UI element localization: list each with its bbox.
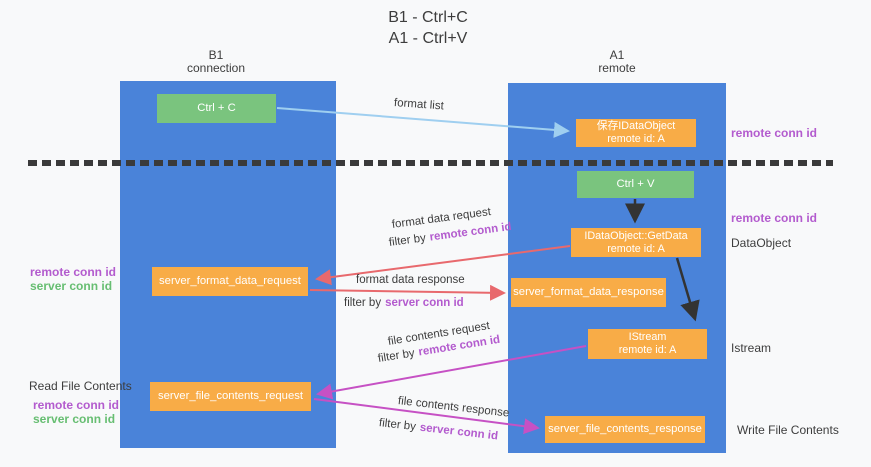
lifeline-a1-subtitle: remote [598,61,636,75]
conn-id-pair-bottom: remote conn id server conn id [33,398,120,426]
filter-by-text: filter by [344,297,382,309]
istream-annotation: Istream [731,341,772,355]
server-file-contents-response-box: server_file_contents_response [545,416,705,443]
lifeline-a1-title: A1 [609,48,625,62]
getdata-line2: remote id: A [607,242,665,255]
server-file-contents-request-box: server_file_contents_request [150,382,311,411]
server-file-contents-response-label: server_file_contents_response [548,423,702,435]
save-dataobject-line2: remote id: A [607,133,665,145]
write-file-contents-annotation: Write File Contents [737,423,839,437]
server-conn-id-text: server conn id [419,421,499,443]
server-format-data-request-label: server_format_data_request [159,275,301,287]
filter-by-text: filter by [378,417,417,434]
remote-conn-id-annotation-left: remote conn id [30,265,117,279]
lifeline-header-a1: A1 remote [547,49,687,75]
lifeline-b1-subtitle: connection [186,61,246,75]
ctrl-v-label: Ctrl + V [616,178,655,190]
server-format-data-request-box: server_format_data_request [152,267,308,296]
lifeline-header-b1: B1 connection [146,49,286,75]
server-format-data-response-label: server_format_data_response [513,286,664,298]
server-file-contents-request-label: server_file_contents_request [157,390,304,402]
file-contents-response-label: file contents response [397,395,510,420]
server-format-data-response-box: server_format_data_response [511,278,666,307]
ctrl-c-box: Ctrl + C [157,94,276,123]
istream-line2: remote id: A [618,344,677,356]
diagram-title: B1 - Ctrl+C A1 - Ctrl+V [278,7,578,49]
ctrl-v-box: Ctrl + V [577,171,694,198]
server-conn-id-annotation-left2: server conn id [33,411,116,426]
format-data-response-label: format data response [356,274,465,286]
getdata-box: IDataObject::GetData remote id: A [571,228,701,257]
server-conn-id-annotation-left: server conn id [30,278,113,293]
remote-conn-id-annotation-top: remote conn id [731,126,818,140]
filter-by-text: filter by [388,232,427,249]
conn-id-pair-top: remote conn id server conn id [30,265,117,293]
filter-by-text: filter by [377,347,416,365]
ctrl-c-label: Ctrl + C [197,102,236,114]
arrow-format-data-response [309,284,506,301]
remote-conn-id-annotation-left2: remote conn id [33,398,120,412]
istream-line1: IStream [628,331,667,344]
server-conn-id-text: server conn id [385,297,464,309]
read-file-contents-annotation: Read File Contents [29,379,132,393]
format-list-label: format list [393,97,445,113]
save-dataobject-box: 保存IDataObject remote id: A [576,119,696,147]
remote-conn-id-annotation-mid: remote conn id [731,211,818,225]
title-line-1: B1 - Ctrl+C [388,9,468,26]
istream-box: IStream remote id: A [588,329,707,359]
dataobject-annotation: DataObject [731,236,792,250]
lifeline-b1-title: B1 [208,48,224,62]
getdata-line1: IDataObject::GetData [584,229,688,242]
save-dataobject-line1: 保存IDataObject [596,120,676,133]
title-line-2: A1 - Ctrl+V [388,30,468,47]
